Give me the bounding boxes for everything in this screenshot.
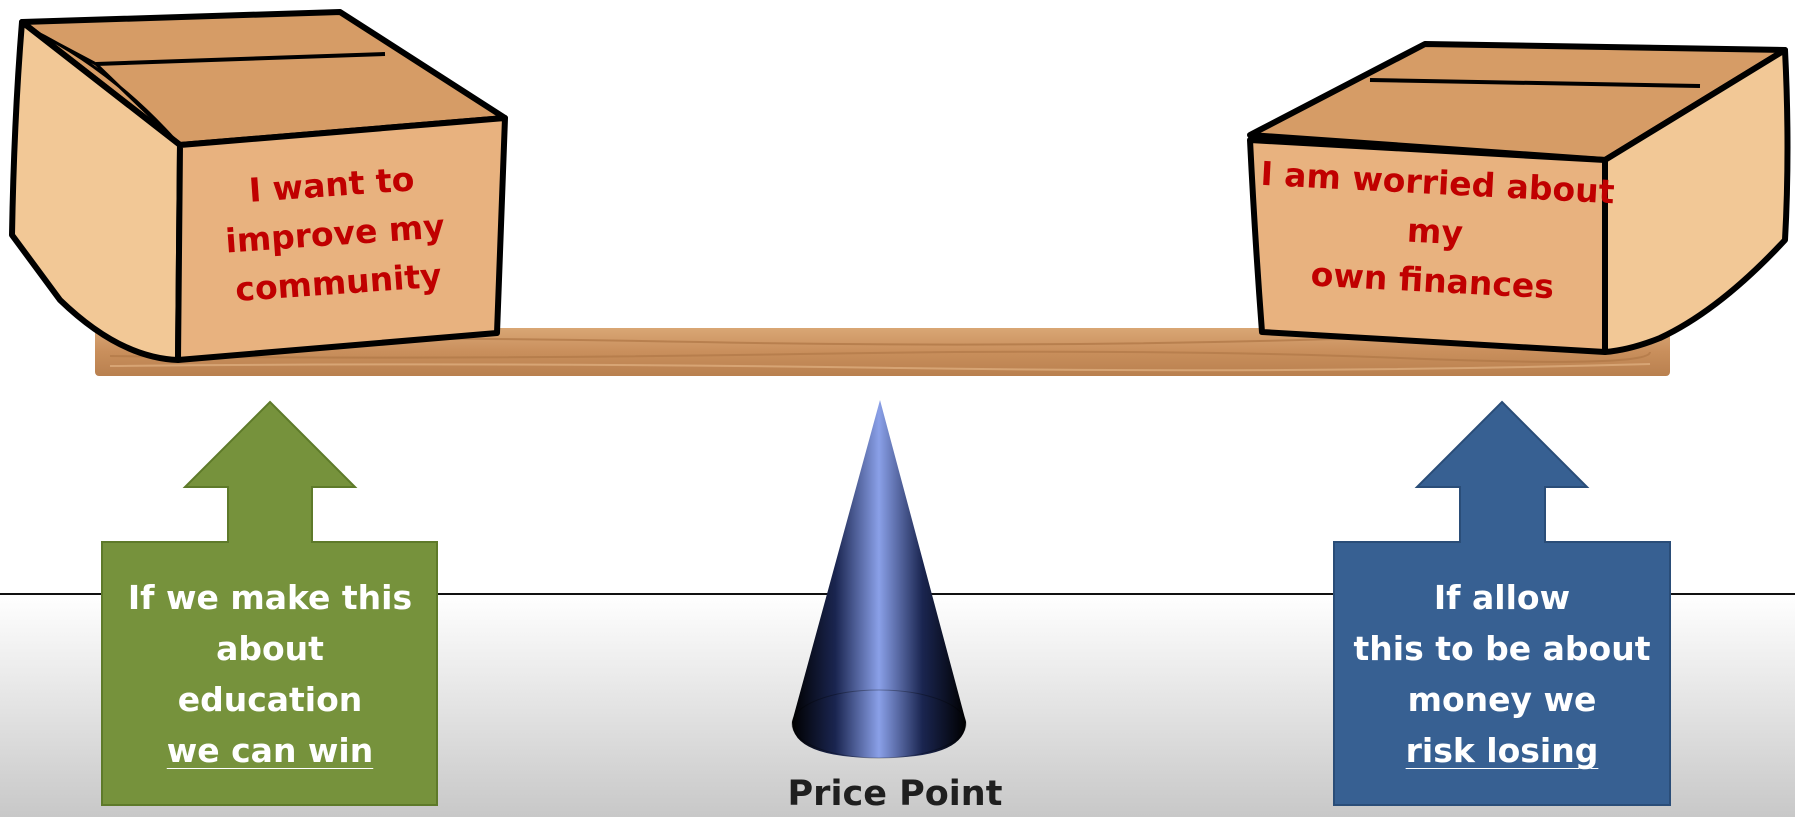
arrow-right-label: If allow this to be about money we risk … xyxy=(1334,572,1670,776)
box-left-label: I want to improve my community xyxy=(200,151,470,316)
arrow-left-line: about xyxy=(216,629,324,668)
box-right xyxy=(1247,41,1791,355)
price-point-label: Price Point xyxy=(787,774,1003,814)
arrow-left-line: If we make this xyxy=(127,578,413,617)
arrow-left-label: If we make this about education we can w… xyxy=(102,572,438,776)
arrow-right-line: risk losing xyxy=(1405,731,1599,770)
arrow-up-left xyxy=(101,400,438,806)
box-left xyxy=(9,9,508,363)
fulcrum-cone xyxy=(791,400,967,759)
arrow-left-line: we can win xyxy=(166,731,374,770)
arrow-right-line: this to be about xyxy=(1353,629,1651,668)
arrow-right-line: money we xyxy=(1407,680,1597,719)
arrow-left-line: education xyxy=(177,680,363,719)
box-right-label: I am worried about my own finances xyxy=(1251,149,1618,315)
arrow-right-line: If allow xyxy=(1433,578,1571,617)
arrow-up-right xyxy=(1333,400,1671,806)
